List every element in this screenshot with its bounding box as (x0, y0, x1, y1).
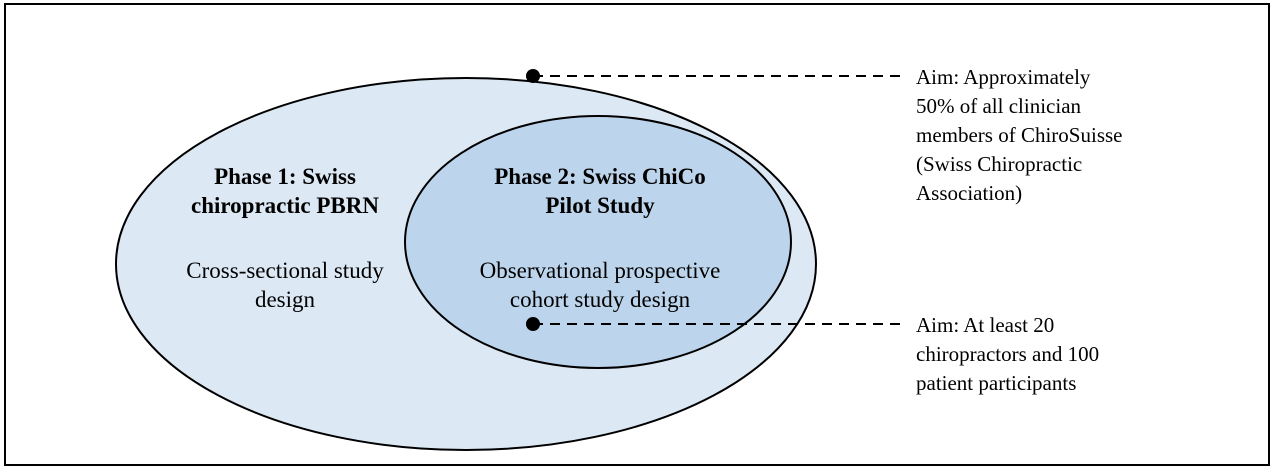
phase2-title: Phase 2: Swiss ChiCo Pilot Study (440, 162, 760, 220)
aim2-marker (526, 317, 540, 331)
phase2-title-line1: Phase 2: Swiss ChiCo (494, 164, 706, 189)
phase1-title-line2: chiropractic PBRN (190, 193, 379, 218)
phase1-title: Phase 1: Swiss chiropractic PBRN (150, 162, 420, 220)
aim1-line: members of ChiroSuisse (916, 123, 1123, 147)
aim1-line: (Swiss Chiropractic (916, 152, 1083, 176)
phase2-desc-line2: cohort study design (509, 287, 691, 312)
phase1-desc-line2: design (254, 287, 316, 312)
aim1-line: Association) (916, 181, 1023, 205)
aim1-line: 50% of all clinician (916, 94, 1082, 118)
aim1-text: Aim: Approximately 50% of all clinician … (916, 63, 1246, 208)
phase2-ellipse (404, 115, 792, 369)
aim2-line: Aim: At least 20 (916, 313, 1055, 337)
aim1-line: Aim: Approximately (916, 65, 1091, 89)
aim2-text: Aim: At least 20 chiropractors and 100 p… (916, 311, 1246, 398)
aim1-marker (526, 69, 540, 83)
aim2-line: patient participants (916, 371, 1077, 395)
phase2-description: Observational prospective cohort study d… (440, 256, 760, 314)
phase1-desc-line1: Cross-sectional study (186, 258, 384, 283)
phase2-desc-line1: Observational prospective (479, 258, 721, 283)
phase1-description: Cross-sectional study design (140, 256, 430, 314)
diagram-frame (4, 3, 1270, 466)
phase2-title-line2: Pilot Study (545, 193, 655, 218)
aim2-line: chiropractors and 100 (916, 342, 1100, 366)
phase1-title-line1: Phase 1: Swiss (214, 164, 356, 189)
